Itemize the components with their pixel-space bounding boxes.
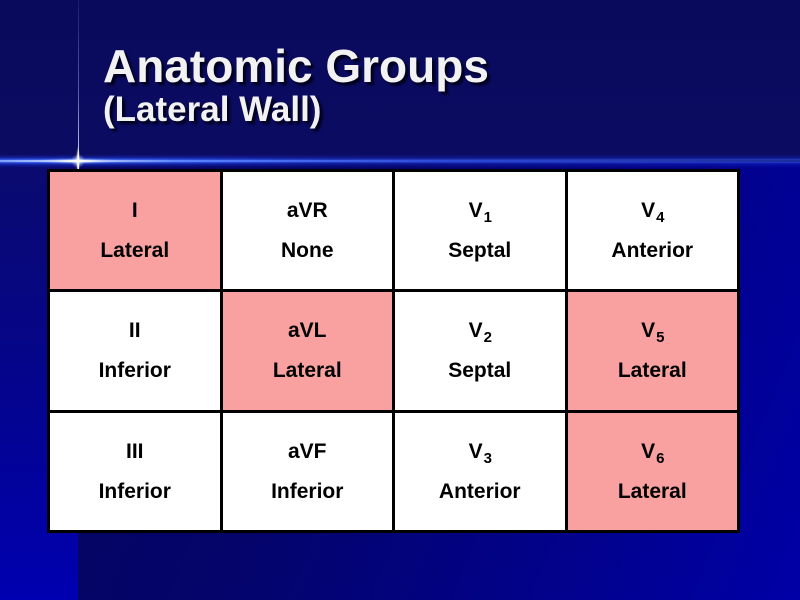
slide-title: Anatomic Groups (103, 40, 489, 92)
lead-subscript: 5 (656, 329, 665, 347)
region-label: Inferior (98, 359, 171, 383)
region-label: Inferior (271, 479, 344, 503)
region-label: Anterior (438, 479, 521, 503)
region-label: None (281, 239, 334, 263)
table-cell-i: I Lateral (50, 172, 220, 290)
lead-subscript: 1 (483, 209, 492, 227)
lead-subscript: 2 (483, 329, 492, 347)
table-cell-avl: aVL Lateral (222, 292, 392, 410)
lead-label: III (125, 439, 144, 463)
lead-subscript: 6 (656, 449, 665, 467)
table-cell-avf: aVF Inferior (222, 412, 392, 530)
lead-label: V6 (641, 439, 665, 467)
lead-subscript: 4 (656, 209, 665, 227)
lead-subscript: 3 (483, 449, 492, 467)
vertical-line-decoration (78, 0, 79, 170)
table-cell-iii: III Inferior (50, 412, 220, 530)
lead-label: I (131, 199, 138, 223)
table-cell-ii: II Inferior (50, 292, 220, 410)
lead-label: aVL (287, 319, 327, 343)
region-label: Lateral (100, 239, 170, 263)
region-label: Inferior (98, 479, 171, 503)
region-label: Septal (448, 359, 512, 383)
region-label: Lateral (617, 359, 687, 383)
table-cell-avr: aVR None (222, 172, 392, 290)
lead-label: V4 (641, 199, 665, 227)
lead-label: aVR (286, 199, 328, 223)
horizontal-beam-core-line (0, 160, 800, 162)
region-label: Lateral (272, 359, 342, 383)
slide-subtitle: (Lateral Wall) (103, 90, 322, 130)
lead-label: V3 (468, 439, 492, 467)
lead-label: aVF (287, 439, 327, 463)
lead-label: II (128, 319, 141, 343)
background-top-band (0, 0, 800, 161)
region-label: Anterior (611, 239, 694, 263)
region-label: Septal (448, 239, 512, 263)
title-block: Anatomic Groups (Lateral Wall) (103, 42, 489, 129)
lead-label: V2 (468, 319, 492, 347)
lead-label: V5 (641, 319, 665, 347)
region-label: Lateral (617, 479, 687, 503)
lead-label: V1 (468, 199, 492, 227)
